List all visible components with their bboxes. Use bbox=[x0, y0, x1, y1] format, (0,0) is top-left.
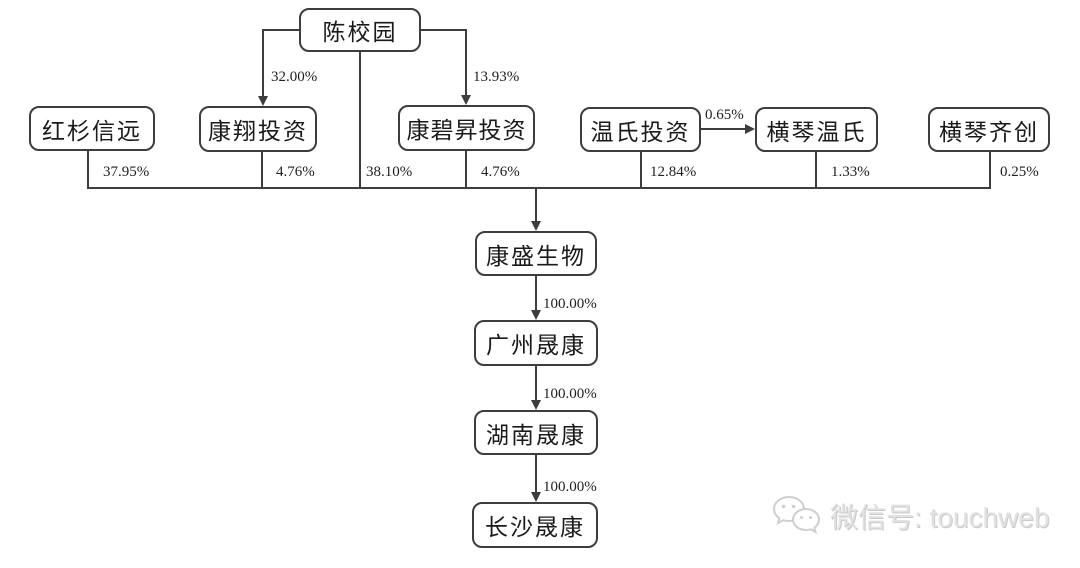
pct-hengqin-qichuang-to-kangsheng: 0.25% bbox=[1000, 164, 1039, 180]
arrowhead-chen-to-kangxiang bbox=[258, 96, 268, 106]
pct-hongshan-to-kangsheng: 37.95% bbox=[103, 164, 150, 180]
node-label: 横琴齐创 bbox=[939, 119, 1039, 145]
pct-guangzhou-to-hunan: 100.00% bbox=[543, 386, 597, 402]
connector-kangsheng-to-guangzhou bbox=[535, 276, 537, 312]
node-chen-xiaoyuan: 陈校园 bbox=[299, 8, 421, 52]
node-label: 康盛生物 bbox=[486, 243, 586, 269]
node-changsha-shengkang: 长沙晟康 bbox=[472, 502, 598, 548]
connector-chen-left-horizontal bbox=[262, 29, 300, 31]
node-label: 广州晟康 bbox=[486, 333, 586, 358]
connector-chen-to-bus bbox=[359, 52, 361, 189]
wechat-icon bbox=[772, 494, 822, 538]
arrowhead-bus-to-kangsheng bbox=[531, 221, 541, 231]
watermark: 微信号: touchweb bbox=[772, 494, 1049, 538]
connector-chen-right-horizontal bbox=[420, 29, 466, 31]
pct-hengqin-wenshi-to-kangsheng: 1.33% bbox=[831, 164, 870, 180]
connector-kangxiang-to-bus bbox=[261, 152, 263, 189]
pct-chen-to-kangbisheng: 13.93% bbox=[473, 69, 520, 85]
node-label: 陈校园 bbox=[322, 20, 398, 45]
connector-hunan-to-changsha bbox=[535, 455, 537, 494]
pct-kangsheng-to-guangzhou: 100.00% bbox=[543, 296, 597, 312]
arrowhead-kangsheng-to-guangzhou bbox=[531, 310, 541, 320]
node-kangbisheng-touzi: 康碧昇投资 bbox=[398, 105, 535, 151]
arrowhead-guangzhou-to-hunan bbox=[531, 400, 541, 410]
node-label: 长沙晟康 bbox=[485, 515, 585, 540]
connector-hengqin-wenshi-to-bus bbox=[815, 152, 817, 189]
node-hongshan-xinyuan: 红杉信远 bbox=[29, 106, 155, 151]
node-guangzhou-shengkang: 广州晟康 bbox=[474, 320, 598, 366]
node-label: 温氏投资 bbox=[590, 119, 691, 145]
node-kangsheng-shengwu: 康盛生物 bbox=[475, 231, 597, 276]
connector-hengqin-qichuang-to-bus bbox=[989, 152, 991, 189]
pct-wenshi-to-hengqin-wenshi: 0.65% bbox=[705, 107, 744, 123]
node-wenshi-touzi: 温氏投资 bbox=[580, 107, 701, 152]
node-hengqin-qichuang: 横琴齐创 bbox=[928, 107, 1050, 152]
node-label: 湖南晟康 bbox=[486, 422, 586, 448]
arrowhead-chen-to-kangbisheng bbox=[461, 95, 471, 105]
node-label: 红杉信远 bbox=[42, 118, 142, 144]
node-label: 康翔投资 bbox=[208, 119, 308, 144]
arrowhead-wenshi-to-hengqin-wenshi bbox=[745, 124, 755, 134]
connector-bus-line bbox=[87, 187, 991, 189]
watermark-text: 微信号: touchweb bbox=[830, 502, 1050, 533]
connector-kangbisheng-to-bus bbox=[465, 151, 467, 189]
connector-guangzhou-to-hunan bbox=[535, 366, 537, 402]
connector-wenshi-to-hengqin-wenshi bbox=[701, 128, 746, 130]
node-label: 康碧昇投资 bbox=[406, 118, 527, 143]
node-hengqin-wenshi: 横琴温氏 bbox=[755, 107, 878, 152]
connector-wenshi-to-bus bbox=[640, 152, 642, 189]
node-hunan-shengkang: 湖南晟康 bbox=[474, 410, 598, 455]
connector-chen-left-vertical bbox=[262, 29, 264, 97]
pct-chen-to-kangxiang: 32.00% bbox=[271, 69, 318, 85]
connector-bus-to-kangsheng bbox=[535, 188, 537, 223]
node-label: 横琴温氏 bbox=[766, 119, 867, 145]
node-kangxiang-touzi: 康翔投资 bbox=[199, 106, 317, 152]
pct-wenshi-to-kangsheng: 12.84% bbox=[650, 164, 697, 180]
pct-chen-to-kangsheng: 38.10% bbox=[366, 164, 413, 180]
pct-kangxiang-to-kangsheng: 4.76% bbox=[276, 164, 315, 180]
pct-hunan-to-changsha: 100.00% bbox=[543, 479, 597, 495]
pct-kangbisheng-to-kangsheng: 4.76% bbox=[481, 164, 520, 180]
connector-chen-right-vertical bbox=[465, 29, 467, 96]
arrowhead-hunan-to-changsha bbox=[531, 492, 541, 502]
connector-hongshan-to-bus bbox=[87, 151, 89, 189]
